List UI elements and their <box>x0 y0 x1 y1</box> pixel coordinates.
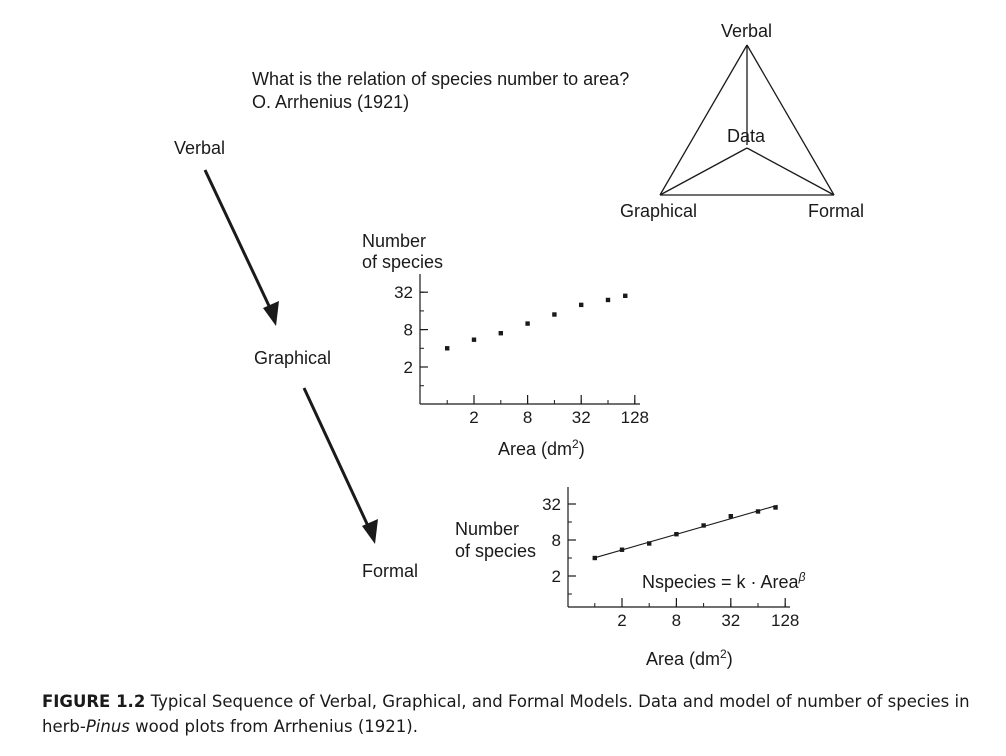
plot1-points <box>445 293 628 351</box>
triangle-graphical-label: Graphical <box>620 201 698 221</box>
plot2: 2 8 32 2 8 32 128 <box>542 487 799 630</box>
p2-x-tick-label: 8 <box>672 611 681 630</box>
triangle-data-label: Data <box>727 126 766 146</box>
p1-x-tick-label: 8 <box>523 408 532 427</box>
sequence-graphical-label: Graphical <box>254 348 332 368</box>
p1-data-point <box>605 297 611 303</box>
p2-y-tick-label: 2 <box>552 567 561 586</box>
triangle-edge-right <box>746 44 835 196</box>
arrow-graphical-to-formal-shaft <box>302 387 370 527</box>
triangle-spoke-right <box>746 147 835 196</box>
triangle-edge-left <box>659 44 748 196</box>
p1-data-point <box>445 346 450 351</box>
plot1-ylabel-line2: of species <box>362 252 444 272</box>
plot1-xlabel: Area (dm2) <box>498 437 585 459</box>
arrow-verbal-to-graphical-shaft <box>203 169 272 309</box>
question-source: O. Arrhenius (1921) <box>252 92 410 112</box>
p2-y-tick-label: 8 <box>552 531 561 550</box>
triangle-formal-label: Formal <box>808 201 865 221</box>
arrow-verbal-to-graphical-head <box>263 301 279 326</box>
p2-data-point <box>728 514 733 519</box>
plot2-ylabel-line1: Number <box>455 519 520 539</box>
plot2-x-ticks: 2 8 32 128 <box>594 598 799 630</box>
plot2-axes <box>567 487 790 608</box>
p2-data-point <box>647 541 652 546</box>
p1-y-tick-label: 8 <box>404 321 413 340</box>
arrow-graphical-to-formal-head <box>362 519 378 544</box>
p1-data-point <box>552 312 557 317</box>
p2-y-tick-label: 32 <box>542 495 561 514</box>
plot2-y-ticks: 2 8 32 <box>542 495 576 595</box>
p1-data-point <box>525 321 530 326</box>
figure-caption-line1: FIGURE 1.2 Typical Sequence of Verbal, G… <box>42 692 970 711</box>
p2-data-point <box>773 505 778 510</box>
plot1-axes <box>419 274 640 405</box>
p2-x-tick-label: 128 <box>771 611 799 630</box>
question-text: What is the relation of species number t… <box>252 69 630 89</box>
triangle-verbal-label: Verbal <box>721 21 773 41</box>
p1-x-tick-label: 32 <box>572 408 591 427</box>
triangle-spoke-left <box>659 147 748 196</box>
p1-data-point <box>471 337 477 342</box>
plot2-equation: Nspecies = k · Areaβ <box>642 570 806 592</box>
sequence-formal-label: Formal <box>362 561 419 581</box>
p2-x-tick-label: 32 <box>721 611 740 630</box>
plot2-ylabel-line2: of species <box>455 541 537 561</box>
plot2-fit-line <box>592 504 778 559</box>
p1-data-point <box>623 293 628 299</box>
p1-y-tick-label: 2 <box>404 358 413 377</box>
plot1-ylabel-line1: Number <box>362 231 427 251</box>
sequence-arrows <box>203 169 378 544</box>
figure-caption-line2: herb-Pinus wood plots from Arrhenius (19… <box>42 717 418 736</box>
plot1-x-ticks: 2 8 32 128 <box>446 395 649 427</box>
p1-data-point <box>579 302 584 308</box>
p1-x-tick-label: 128 <box>621 408 649 427</box>
p1-data-point <box>498 331 503 336</box>
p2-data-point <box>755 509 761 514</box>
p2-x-tick-label: 2 <box>617 611 626 630</box>
sequence-verbal-label: Verbal <box>174 138 226 158</box>
p1-x-tick-label: 2 <box>469 408 478 427</box>
p1-y-tick-label: 32 <box>394 283 413 302</box>
p2-data-point <box>701 523 706 528</box>
plot1: 2 8 32 2 8 32 128 <box>394 274 649 427</box>
triangle-diagram <box>659 44 835 196</box>
plot1-y-ticks: 2 8 32 <box>394 283 428 387</box>
plot2-xlabel: Area (dm2) <box>646 647 733 669</box>
